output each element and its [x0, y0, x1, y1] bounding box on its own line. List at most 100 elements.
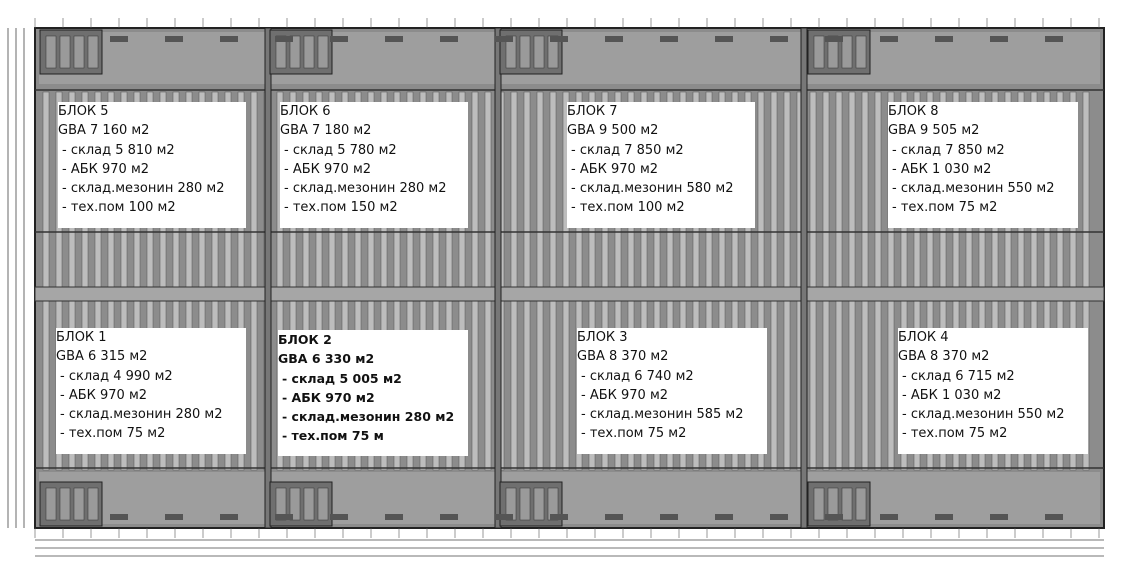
- block-1-office: - АБК 970 м2: [60, 387, 148, 403]
- block-7-gba: GBA 9 500 м2: [567, 123, 659, 139]
- rack-row-0: [770, 91, 778, 291]
- dock-door: [1045, 36, 1063, 42]
- rack-row-1: [887, 299, 895, 471]
- block-4-card: БЛОК 4 GBA 8 370 м2 - склад 6 715 м2 - А…: [898, 328, 1088, 454]
- block-8-gba: GBA 9 505 м2: [888, 123, 980, 139]
- block-2-gba: GBA 6 330 м2: [278, 351, 375, 367]
- block-3-card: БЛОК 3 GBA 8 370 м2 - склад 6 740 м2 - А…: [577, 328, 767, 454]
- block-1-technical: - тех.пом 75 м2: [60, 426, 166, 442]
- dock-door: [495, 36, 513, 42]
- dock-door: [385, 514, 403, 520]
- dock-door: [715, 514, 733, 520]
- rack-row-1: [835, 299, 843, 471]
- dock-door: [935, 514, 953, 520]
- rack-row-0: [484, 91, 492, 291]
- rack-row-0: [250, 91, 258, 291]
- dock-door: [990, 514, 1008, 520]
- dock-door: [770, 36, 788, 42]
- dock-door: [440, 514, 458, 520]
- dock-door: [990, 36, 1008, 42]
- stair-core-detail: [87, 35, 99, 69]
- stair-core-detail: [59, 487, 71, 521]
- dock-door: [880, 36, 898, 42]
- rack-row-0: [1082, 91, 1090, 291]
- stair-core-detail: [59, 35, 71, 69]
- dock-door: [550, 36, 568, 42]
- stair-core-detail: [533, 35, 545, 69]
- block-5-technical: - тех.пом 100 м2: [62, 200, 176, 216]
- block-4-technical: - тех.пом 75 м2: [902, 426, 1008, 442]
- dock-door: [440, 36, 458, 42]
- block-5-office: - АБК 970 м2: [62, 161, 150, 177]
- rack-row-0: [536, 91, 544, 291]
- rack-row-1: [562, 299, 570, 471]
- dock-door: [165, 36, 183, 42]
- rack-row-0: [848, 91, 856, 291]
- rack-row-0: [822, 91, 830, 291]
- block-8-mezzanine: - склад.мезонин 550 м2: [892, 181, 1055, 197]
- block-8-card: БЛОК 8 GBA 9 505 м2 - склад 7 850 м2 - А…: [888, 102, 1078, 228]
- rack-row-0: [757, 91, 765, 291]
- rack-row-1: [42, 299, 50, 471]
- block-3-technical: - тех.пом 75 м2: [581, 426, 687, 442]
- block-1-gba: GBA 6 315 м2: [56, 349, 148, 365]
- block-6-title: БЛОК 6: [280, 104, 331, 119]
- block-7-mezzanine: - склад.мезонин 580 м2: [571, 181, 734, 197]
- block-1-title: БЛОК 1: [56, 330, 107, 345]
- dock-door: [275, 36, 293, 42]
- block-5-title: БЛОК 5: [58, 104, 109, 119]
- dock-door: [385, 36, 403, 42]
- rack-row-1: [770, 299, 778, 471]
- block-2-warehouse: - склад 5 005 м2: [282, 370, 402, 386]
- central-corridor: [34, 286, 1105, 302]
- dock-door: [165, 514, 183, 520]
- block-2-technical: - тех.пом 75 м: [282, 428, 384, 444]
- dock-door: [880, 514, 898, 520]
- stair-core-detail: [289, 35, 301, 69]
- bottom-dock-zone: [39, 472, 1100, 524]
- rack-row-0: [42, 91, 50, 291]
- block-7-warehouse: - склад 7 850 м2: [571, 142, 684, 158]
- block-divider-0: [264, 27, 272, 529]
- stair-core-detail: [855, 35, 867, 69]
- block-8-warehouse: - склад 7 850 м2: [892, 142, 1005, 158]
- rack-row-1: [549, 299, 557, 471]
- stair-core-detail: [45, 487, 57, 521]
- dock-door: [770, 514, 788, 520]
- rack-row-0: [549, 91, 557, 291]
- block-6-mezzanine: - склад.мезонин 280 м2: [284, 181, 447, 197]
- dock-door: [110, 36, 128, 42]
- block-4-warehouse: - склад 6 715 м2: [902, 368, 1015, 384]
- dock-door: [1045, 514, 1063, 520]
- rack-row-1: [250, 299, 258, 471]
- stair-core-detail: [73, 35, 85, 69]
- dock-door: [825, 514, 843, 520]
- block-4-title: БЛОК 4: [898, 330, 949, 345]
- block-3-office: - АБК 970 м2: [581, 387, 669, 403]
- stair-core-detail: [855, 487, 867, 521]
- block-4-gba: GBA 8 370 м2: [898, 349, 990, 365]
- dock-door: [275, 514, 293, 520]
- rack-row-1: [809, 299, 817, 471]
- rack-row-1: [783, 299, 791, 471]
- block-2-card: БЛОК 2 GBA 6 330 м2 - склад 5 005 м2 - А…: [278, 330, 468, 456]
- rack-row-1: [523, 299, 531, 471]
- stair-core-detail: [45, 35, 57, 69]
- rack-row-0: [783, 91, 791, 291]
- top-dock-zone: [39, 32, 1100, 84]
- stair-core-detail: [519, 487, 531, 521]
- stair-core-detail: [303, 35, 315, 69]
- dock-door: [935, 36, 953, 42]
- dock-door: [605, 36, 623, 42]
- block-3-title: БЛОК 3: [577, 330, 628, 345]
- dock-door: [110, 514, 128, 520]
- dock-door: [220, 36, 238, 42]
- block-5-gba: GBA 7 160 м2: [58, 123, 150, 139]
- stair-core-detail: [813, 487, 825, 521]
- block-6-gba: GBA 7 180 м2: [280, 123, 372, 139]
- rack-row-0: [523, 91, 531, 291]
- stair-core-detail: [841, 487, 853, 521]
- block-6-technical: - тех.пом 150 м2: [284, 200, 398, 216]
- stair-core-detail: [813, 35, 825, 69]
- dock-door: [825, 36, 843, 42]
